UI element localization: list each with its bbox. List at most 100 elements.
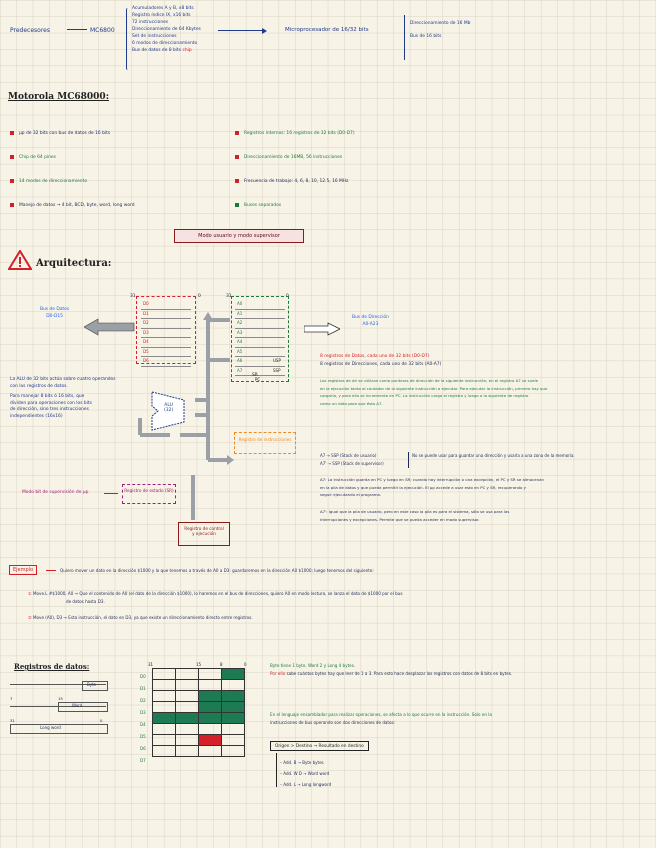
grid-row	[152, 679, 245, 691]
grid-cell	[152, 701, 176, 713]
row-label: D4	[140, 722, 146, 727]
bus-datos-label: Bus de Datos D0-D15	[40, 306, 69, 320]
ext-reg-label: Registro de instrucciones	[238, 437, 292, 442]
reg-size-diagram: Byte 7 15 Word 31 0 Long word	[10, 678, 108, 740]
spec-item: Buses separados	[235, 194, 355, 218]
register-row: A3	[235, 329, 285, 338]
register-row: D1	[141, 310, 191, 319]
register-row: D0	[141, 300, 191, 310]
syntax-box: Origen > Destino → Resultado en destino	[270, 741, 369, 751]
bottom-notes: Byte tiene 1 byte, Word 2 y Long 4 bytes…	[270, 662, 512, 678]
arch-title: Arquitectura:	[36, 258, 112, 269]
grid-cell	[175, 668, 199, 680]
grid-cell	[152, 745, 176, 757]
register-summary: 8 registros de Datos, cada uno de 32 bit…	[320, 353, 441, 369]
grid-cell	[221, 690, 245, 702]
grid-cell	[221, 734, 245, 746]
example-step: de datos hasta D3.	[66, 599, 105, 604]
a7-notes: A7: La instrucción guarda en PC y luego …	[320, 476, 544, 499]
row-label: D0	[140, 674, 146, 679]
grid-cell	[175, 745, 199, 757]
note-line: A7': Igual que la pila de usuario, pero …	[320, 509, 510, 514]
example-text: Quiero mover un dato en la dirección $10…	[60, 568, 374, 573]
reg-mark: 31	[130, 294, 136, 299]
spec-item: Direccionamiento de 16MB, 56 instruccion…	[235, 146, 355, 170]
spec-item: Chip de 64 pines	[10, 146, 135, 170]
bus-dir-title: Bus de Dirección	[352, 315, 389, 320]
grid-cell	[152, 723, 176, 735]
feature-item: Direccionamiento de 64 Kbytes	[132, 27, 201, 32]
grid-row-labels: D0 D1 D2 D3 D4 D5 D6 D7	[140, 671, 146, 767]
arrow-left-icon	[83, 318, 136, 338]
grid-cell	[221, 745, 245, 757]
predecessor-label: Predecesores	[10, 27, 50, 34]
mode-box: Modo usuario y modo supervisor	[174, 229, 304, 243]
alu-note: dividen para operaciones con los bits	[10, 400, 92, 406]
grid-row	[152, 701, 245, 713]
example-step: ① Move.L #$1000, A0 → Que el contenido d…	[28, 591, 403, 596]
grid-row	[152, 734, 245, 746]
register-row: A0	[235, 300, 285, 310]
alu-label: ALU (32)	[164, 403, 174, 413]
asm-example: – Add. L → Long longword	[280, 782, 332, 787]
tree-line	[276, 753, 277, 787]
asm-notes: En el lenguaje ensamblador para realizar…	[270, 711, 492, 727]
bus-dir-label: Bus de Dirección A0-A23	[352, 314, 389, 328]
mode-box-label: Modo usuario y modo supervisor	[198, 233, 280, 239]
arrow-right-icon	[218, 30, 264, 31]
note-item: Direccionamiento de 16 Mb	[410, 21, 471, 26]
grid-cell	[221, 701, 245, 713]
example-tag: Ejemplo	[9, 565, 38, 575]
reg-size-word: 7 15 Word	[10, 696, 108, 718]
specs-left: µp de 32 bits con bus de datos de 16 bit…	[10, 122, 135, 218]
internal-bus-diagram	[138, 312, 234, 520]
grid-cell	[175, 679, 199, 691]
control-box: Registro de control y ejecución	[178, 522, 230, 546]
grid-cell	[175, 690, 199, 702]
control-box-label: Registro de control y ejecución	[184, 526, 224, 536]
grid-cell	[198, 723, 222, 735]
target-label: Microprocesador de 16/32 bits	[285, 27, 369, 33]
divider	[404, 15, 405, 60]
warning-icon	[7, 249, 33, 272]
grid-cell	[221, 723, 245, 735]
grid-cell	[198, 701, 222, 713]
arrow-right-icon	[303, 322, 341, 338]
note-line: seguir ejecutando el programa.	[320, 492, 382, 497]
row-label: D6	[140, 746, 146, 751]
chip-label: MC6800	[90, 27, 115, 34]
grid-row	[152, 723, 245, 735]
status-reg-box: Registro de estado (SR)	[122, 484, 176, 504]
feature-item: 6 modos de direccionamiento	[132, 41, 198, 46]
note-line: en la ejecución tanto al contador de la …	[320, 385, 548, 391]
brace-icon	[405, 452, 409, 468]
example-steps: ① Move.L #$1000, A0 → Que el contenido d…	[28, 590, 402, 622]
row-label: D3	[140, 710, 146, 715]
grid-cell	[152, 712, 176, 724]
ext-reg-box: Registro de instrucciones	[234, 432, 296, 454]
bus-dir-range: A0-A23	[362, 322, 379, 327]
grid-row	[152, 668, 245, 680]
reg-mark: 0	[198, 294, 201, 299]
section-title: Motorola MC68000:	[8, 92, 110, 102]
register-row: D2	[141, 319, 191, 329]
feature-item: Registro índice IX, x16 bits	[132, 13, 191, 18]
size-label: Word	[72, 703, 83, 708]
register-row: D4	[141, 338, 191, 348]
target-notes: Direccionamiento de 16 Mb Bus de 16 bits	[410, 17, 470, 43]
register-row: A1	[235, 310, 285, 319]
grid-row	[152, 690, 245, 702]
grid-row	[152, 712, 245, 724]
feature-item: Bus de datos de 8 bits chip	[132, 48, 192, 53]
grid-cell	[221, 668, 245, 680]
sr-label: SR	[252, 373, 258, 378]
bus-datos-range: D0-D15	[46, 314, 63, 319]
register-row: A2	[235, 319, 285, 329]
note-line: instrucciones de bus operando son dos di…	[270, 720, 396, 725]
grid-cell	[198, 679, 222, 691]
summary-line: 8 registros de Datos, cada uno de 32 bit…	[320, 354, 430, 359]
grid-cell	[198, 668, 222, 680]
